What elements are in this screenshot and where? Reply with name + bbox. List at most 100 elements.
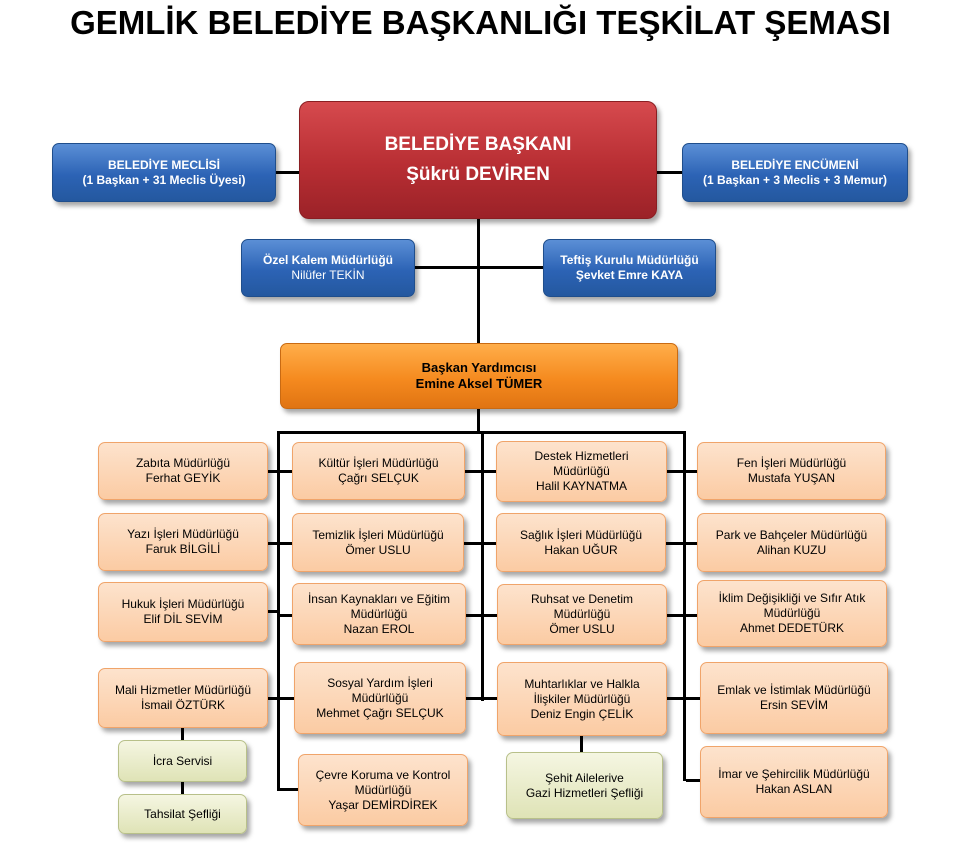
unit-name-suffix: Gazi Hizmetleri Şefliği — [525, 785, 644, 800]
connector — [667, 697, 700, 700]
connector — [667, 470, 697, 473]
col2-box-1[interactable]: Temizlik İşleri Müdürlüğü Ömer USLU — [292, 513, 464, 572]
col4-box-4[interactable]: İmar ve Şehircilik Müdürlüğü Hakan ASLAN — [700, 746, 888, 818]
manager-name: Hakan ASLAN — [755, 782, 833, 796]
connector — [280, 614, 292, 617]
department-name: Emlak ve İstimlak Müdürlüğü — [717, 683, 871, 697]
connector — [683, 431, 686, 781]
connector — [415, 266, 477, 269]
col4-box-3[interactable]: Emlak ve İstimlak Müdürlüğü Ersin SEVİM — [700, 662, 888, 734]
department-name-suffix: Müdürlüğü — [350, 606, 408, 621]
department-name: Fen İşleri Müdürlüğü — [736, 456, 847, 470]
private-office-box[interactable]: Özel Kalem Müdürlüğü Nilüfer TEKİN — [241, 239, 415, 297]
col2-box-0[interactable]: Kültür İşleri Müdürlüğü Çağrı SELÇUK — [292, 442, 465, 500]
department-name: Kültür İşleri Müdürlüğü — [318, 456, 439, 470]
deputy-title: Başkan Yardımcısı — [421, 359, 537, 375]
manager-name: Mustafa YUŞAN — [747, 471, 836, 485]
department-name: Hukuk İşleri Müdürlüğü — [121, 597, 245, 611]
chart-title: GEMLİK BELEDİYE BAŞKANLIĞI TEŞKİLAT ŞEMA… — [70, 4, 891, 41]
inspection-manager: Şevket Emre KAYA — [575, 268, 684, 282]
col1-sub-box-1[interactable]: Tahsilat Şefliği — [118, 794, 247, 834]
department-name: Yazı İşleri Müdürlüğü — [127, 527, 239, 541]
department-name: Park ve Bahçeler Müdürlüğü — [715, 527, 868, 542]
manager-name: Çağrı SELÇUK — [338, 471, 419, 485]
col2-box-2[interactable]: İnsan Kaynakları ve Eğitim Müdürlüğü Naz… — [292, 583, 466, 645]
connector — [667, 614, 697, 617]
col1-box-1[interactable]: Yazı İşleri Müdürlüğü Faruk BİLGİLİ — [98, 513, 268, 571]
col1-box-2[interactable]: Hukuk İşleri Müdürlüğü Elif DİL SEVİM — [98, 582, 268, 642]
connector — [268, 610, 280, 613]
col4-box-2[interactable]: İklim Değişikliği ve Sıfır Atık Müdürlüğ… — [697, 580, 887, 647]
private-office-title: Özel Kalem Müdürlüğü — [262, 253, 393, 267]
connector — [666, 542, 697, 545]
manager-name: Ömer USLU — [549, 622, 615, 636]
department-name: Zabıta Müdürlüğü — [135, 456, 231, 470]
col3-sub-box-0[interactable]: Şehit Ailelerive Gazi Hizmetleri Şefliği — [506, 752, 663, 819]
department-name: Destek Hizmetleri — [534, 449, 629, 463]
connector — [466, 614, 497, 617]
mayor-box[interactable]: BELEDİYE BAŞKANI Şükrü DEVİREN — [299, 101, 657, 219]
col3-box-2[interactable]: Ruhsat ve Denetim Müdürlüğü Ömer USLU — [497, 584, 667, 645]
committee-box[interactable]: BELEDİYE ENCÜMENİ (1 Başkan + 3 Meclis +… — [682, 143, 908, 202]
connector — [477, 219, 480, 344]
department-name: Sağlık İşleri Müdürlüğü — [519, 527, 643, 542]
unit-name: Tahsilat Şefliği — [144, 806, 221, 821]
department-name: İklim Değişikliği ve Sıfır Atık — [718, 591, 866, 605]
department-name-suffix: Müdürlüğü — [553, 464, 610, 478]
department-name: Mali Hizmetler Müdürlüğü — [114, 683, 252, 697]
committee-members: (1 Başkan + 3 Meclis + 3 Memur) — [702, 172, 888, 187]
col2-box-4[interactable]: Çevre Koruma ve Kontrol Müdürlüğü Yaşar … — [298, 754, 468, 826]
inspection-box[interactable]: Teftiş Kurulu Müdürlüğü Şevket Emre KAYA — [543, 239, 716, 297]
connector — [480, 266, 543, 269]
col3-box-3[interactable]: Muhtarlıklar ve Halkla İlişkiler Müdürlü… — [497, 662, 667, 736]
connector — [280, 542, 292, 545]
department-name: Muhtarlıklar ve Halkla — [524, 676, 640, 691]
manager-name: İsmail ÖZTÜRK — [141, 698, 225, 712]
col4-box-1[interactable]: Park ve Bahçeler Müdürlüğü Alihan KUZU — [697, 513, 886, 572]
connector — [268, 470, 280, 473]
col1-box-0[interactable]: Zabıta Müdürlüğü Ferhat GEYİK — [98, 442, 268, 500]
connector — [464, 542, 496, 545]
deputy-name: Emine Aksel TÜMER — [415, 376, 543, 391]
manager-name: Nazan EROL — [343, 621, 415, 636]
connector — [268, 542, 280, 545]
private-office-manager: Nilüfer TEKİN — [291, 268, 365, 282]
connector — [657, 171, 682, 174]
connector — [268, 697, 280, 700]
department-name: Temizlik İşleri Müdürlüğü — [312, 527, 444, 542]
manager-name: Mehmet Çağrı SELÇUK — [316, 705, 444, 720]
connector — [686, 779, 700, 782]
connector — [280, 788, 298, 791]
connector — [477, 409, 480, 433]
inspection-title: Teftiş Kurulu Müdürlüğü — [560, 253, 699, 267]
connector — [465, 470, 496, 473]
council-title: BELEDİYE MECLİSİ — [107, 157, 220, 172]
col3-box-1[interactable]: Sağlık İşleri Müdürlüğü Hakan UĞUR — [496, 513, 666, 572]
col3-box-0[interactable]: Destek Hizmetleri Müdürlüğü Halil KAYNAT… — [496, 441, 667, 502]
council-box[interactable]: BELEDİYE MECLİSİ (1 Başkan + 31 Meclis Ü… — [52, 143, 276, 202]
connector — [481, 431, 484, 701]
manager-name: Faruk BİLGİLİ — [145, 542, 221, 556]
manager-name: Ersin SEVİM — [759, 698, 828, 712]
mayor-title: BELEDİYE BAŞKANI — [384, 134, 572, 156]
department-name: İmar ve Şehircilik Müdürlüğü — [718, 767, 870, 781]
manager-name: Ahmet DEDETÜRK — [739, 621, 845, 635]
col1-box-3[interactable]: Mali Hizmetler Müdürlüğü İsmail ÖZTÜRK — [98, 668, 268, 728]
col2-box-3[interactable]: Sosyal Yardım İşleri Müdürlüğü Mehmet Ça… — [294, 662, 466, 734]
connector — [580, 736, 583, 752]
department-name-suffix: Müdürlüğü — [553, 607, 611, 621]
manager-name: Elif DİL SEVİM — [143, 612, 223, 626]
unit-name: İcra Servisi — [152, 753, 213, 768]
mayor-name: Şükrü DEVİREN — [406, 164, 550, 185]
council-members: (1 Başkan + 31 Meclis Üyesi) — [82, 172, 246, 187]
manager-name: Halil KAYNATMA — [536, 479, 627, 493]
connector — [466, 697, 497, 700]
connector — [280, 697, 294, 700]
deputy-box[interactable]: Başkan Yardımcısı Emine Aksel TÜMER — [280, 343, 678, 409]
department-name: İnsan Kaynakları ve Eğitim — [307, 591, 451, 606]
department-name: Sosyal Yardım İşleri — [327, 675, 433, 690]
unit-name: Şehit Ailelerive — [545, 770, 624, 785]
col4-box-0[interactable]: Fen İşleri Müdürlüğü Mustafa YUŞAN — [697, 442, 886, 500]
col1-sub-box-0[interactable]: İcra Servisi — [118, 740, 247, 782]
manager-name: Deniz Engin ÇELİK — [530, 706, 634, 721]
